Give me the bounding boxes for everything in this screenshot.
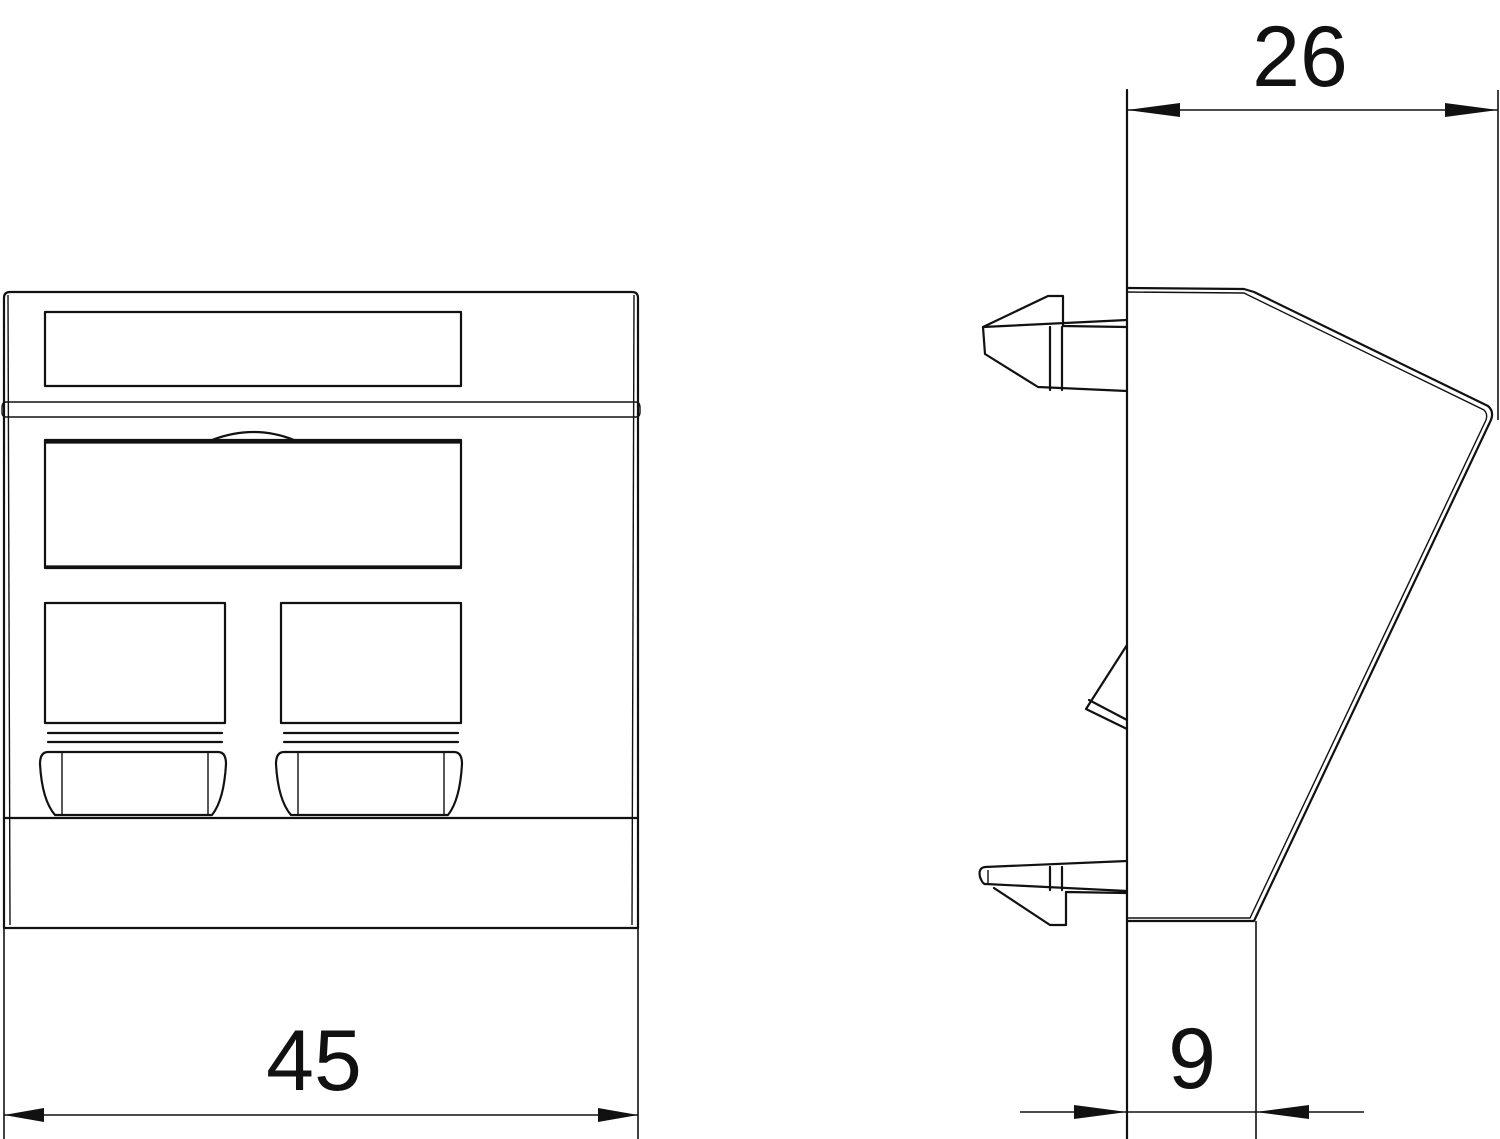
- side-body-outline: [1125, 286, 1494, 923]
- dimension-width-45: 45: [3, 928, 639, 1139]
- clip-bottom: [978, 859, 1129, 927]
- label-window-top: [43, 310, 463, 388]
- dimension-label-9: 9: [1168, 1011, 1216, 1107]
- dimension-depth-26: 26: [1126, 9, 1499, 420]
- latch-arc: [210, 430, 296, 442]
- frame-band: [1, 401, 641, 418]
- front-outer-frame: [2, 290, 640, 930]
- dimension-label-26: 26: [1252, 9, 1348, 105]
- dimension-label-45: 45: [266, 1013, 362, 1109]
- label-window-middle: [43, 438, 463, 570]
- clip-top: [981, 294, 1129, 393]
- front-view: [1, 290, 641, 930]
- clip-angled-tab: [1084, 643, 1129, 731]
- rj45-port-right: [274, 601, 464, 817]
- dimension-base-9: 9: [1020, 921, 1364, 1139]
- side-view: [978, 88, 1494, 1139]
- rj45-port-left: [38, 601, 228, 817]
